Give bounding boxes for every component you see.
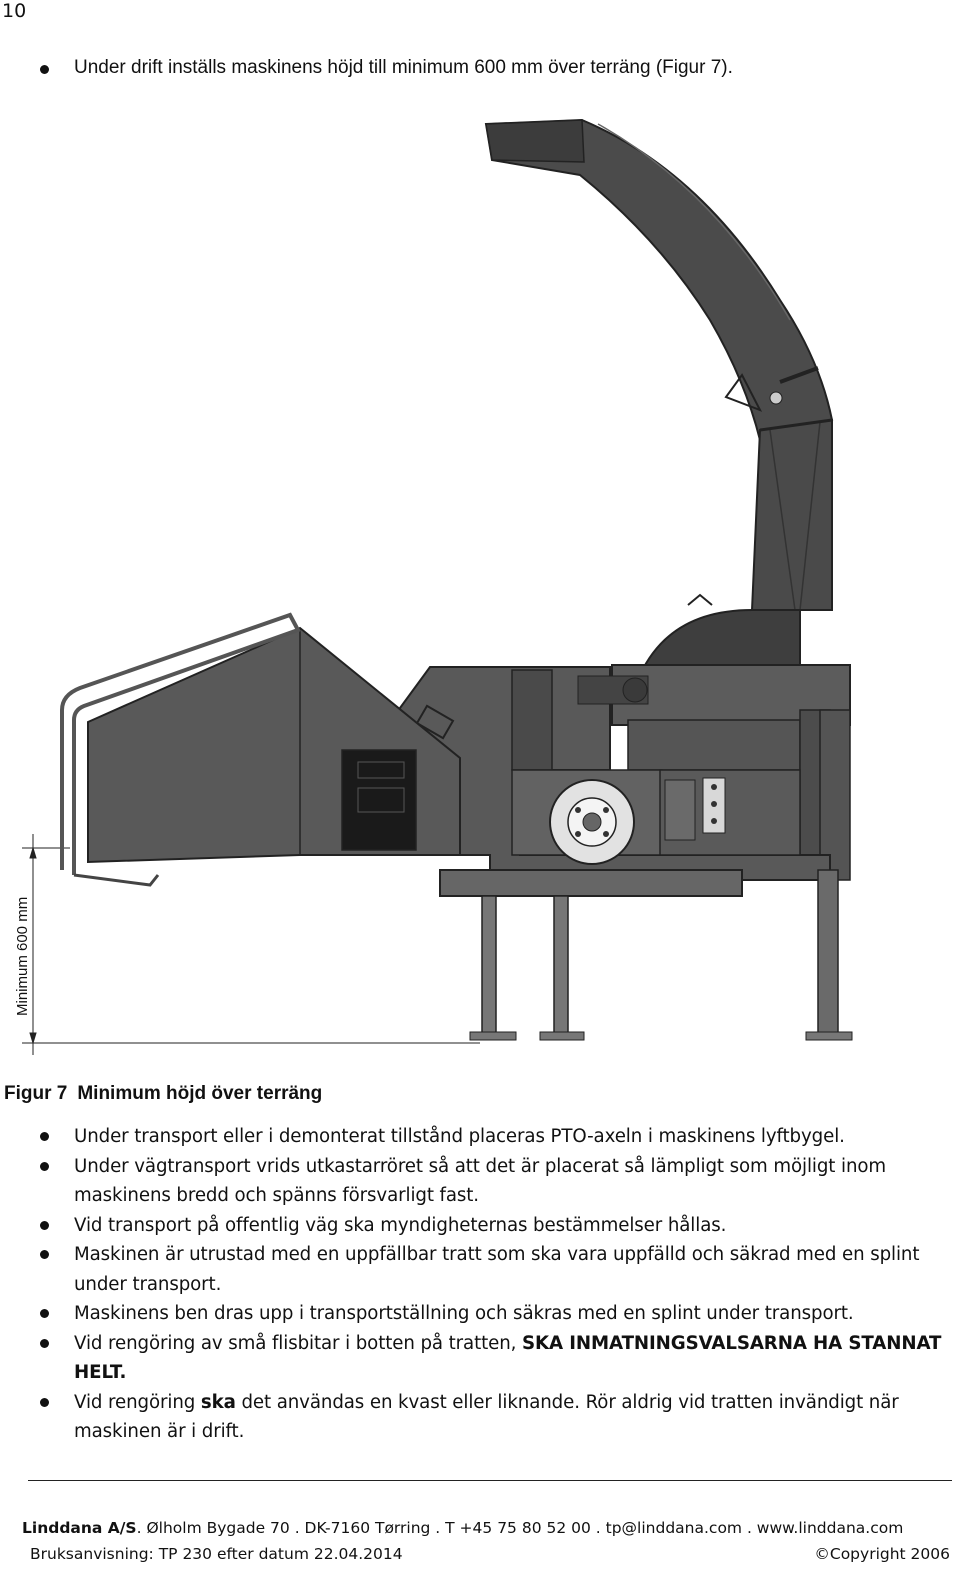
wood-chipper-drawing: Minimum 600 mm [14,118,853,1055]
frame-and-legs [439,869,853,1041]
instruction-list: Under transport eller i demonterat tills… [0,1122,960,1447]
list-item: Vid rengöring av små flisbitar i botten … [0,1329,944,1388]
dimension-indicator [22,834,480,1055]
bullet-icon [40,1161,49,1171]
bullet-icon [40,1132,49,1141]
roller-pulley [549,779,635,865]
list-item: Maskinen är utrustad med en uppfällbar t… [0,1240,944,1299]
list-item: Maskinens ben dras upp i transportställn… [0,1299,944,1329]
main-body [399,664,851,881]
figure-caption-number: Figur 7 [4,1083,68,1104]
company-name: Linddana A/S [22,1519,137,1537]
list-item: Under vägtransport vrids utkastarröret s… [0,1152,944,1211]
figure-caption-text: Minimum höjd över terräng [77,1083,323,1104]
footer-copyright: ©Copyright 2006 [814,1545,950,1563]
bullet-icon [40,1309,49,1318]
footer-manual-line: Bruksanvisning: TP 230 efter datum 22.04… [30,1545,403,1563]
chute-tower [750,418,833,611]
warning-text: SKA INMATNINGSVALSARNA HA STANNAT HELT. [74,1332,942,1384]
company-address: . Ølholm Bygade 70 . DK-7160 Tørring . T… [136,1519,904,1537]
intro-bullet-text: Under drift inställs maskinens höjd till… [74,57,733,78]
footer-divider [28,1480,952,1481]
bullet-icon [40,1397,49,1407]
figure-7: Minimum 600 mm [0,110,960,1070]
list-item: Vid transport på offentlig väg ska myndi… [0,1211,944,1241]
page-number: 10 [2,0,27,22]
list-item: Under transport eller i demonterat tills… [0,1122,944,1152]
feed-hopper [60,612,461,887]
list-item: Vid rengöring ska det användas en kvast … [0,1388,944,1447]
bullet-icon [40,1220,49,1230]
figure-caption: Figur 7 Minimum höjd över terräng [4,1083,332,1105]
bullet-icon [40,65,49,74]
bullet-icon [40,1250,49,1259]
dimension-label: Minimum 600 mm [14,897,31,1016]
discharge-chute [484,118,834,442]
footer-company-line: Linddana A/S. Ølholm Bygade 70 . DK-7160… [22,1519,903,1537]
bullet-icon [40,1338,49,1348]
